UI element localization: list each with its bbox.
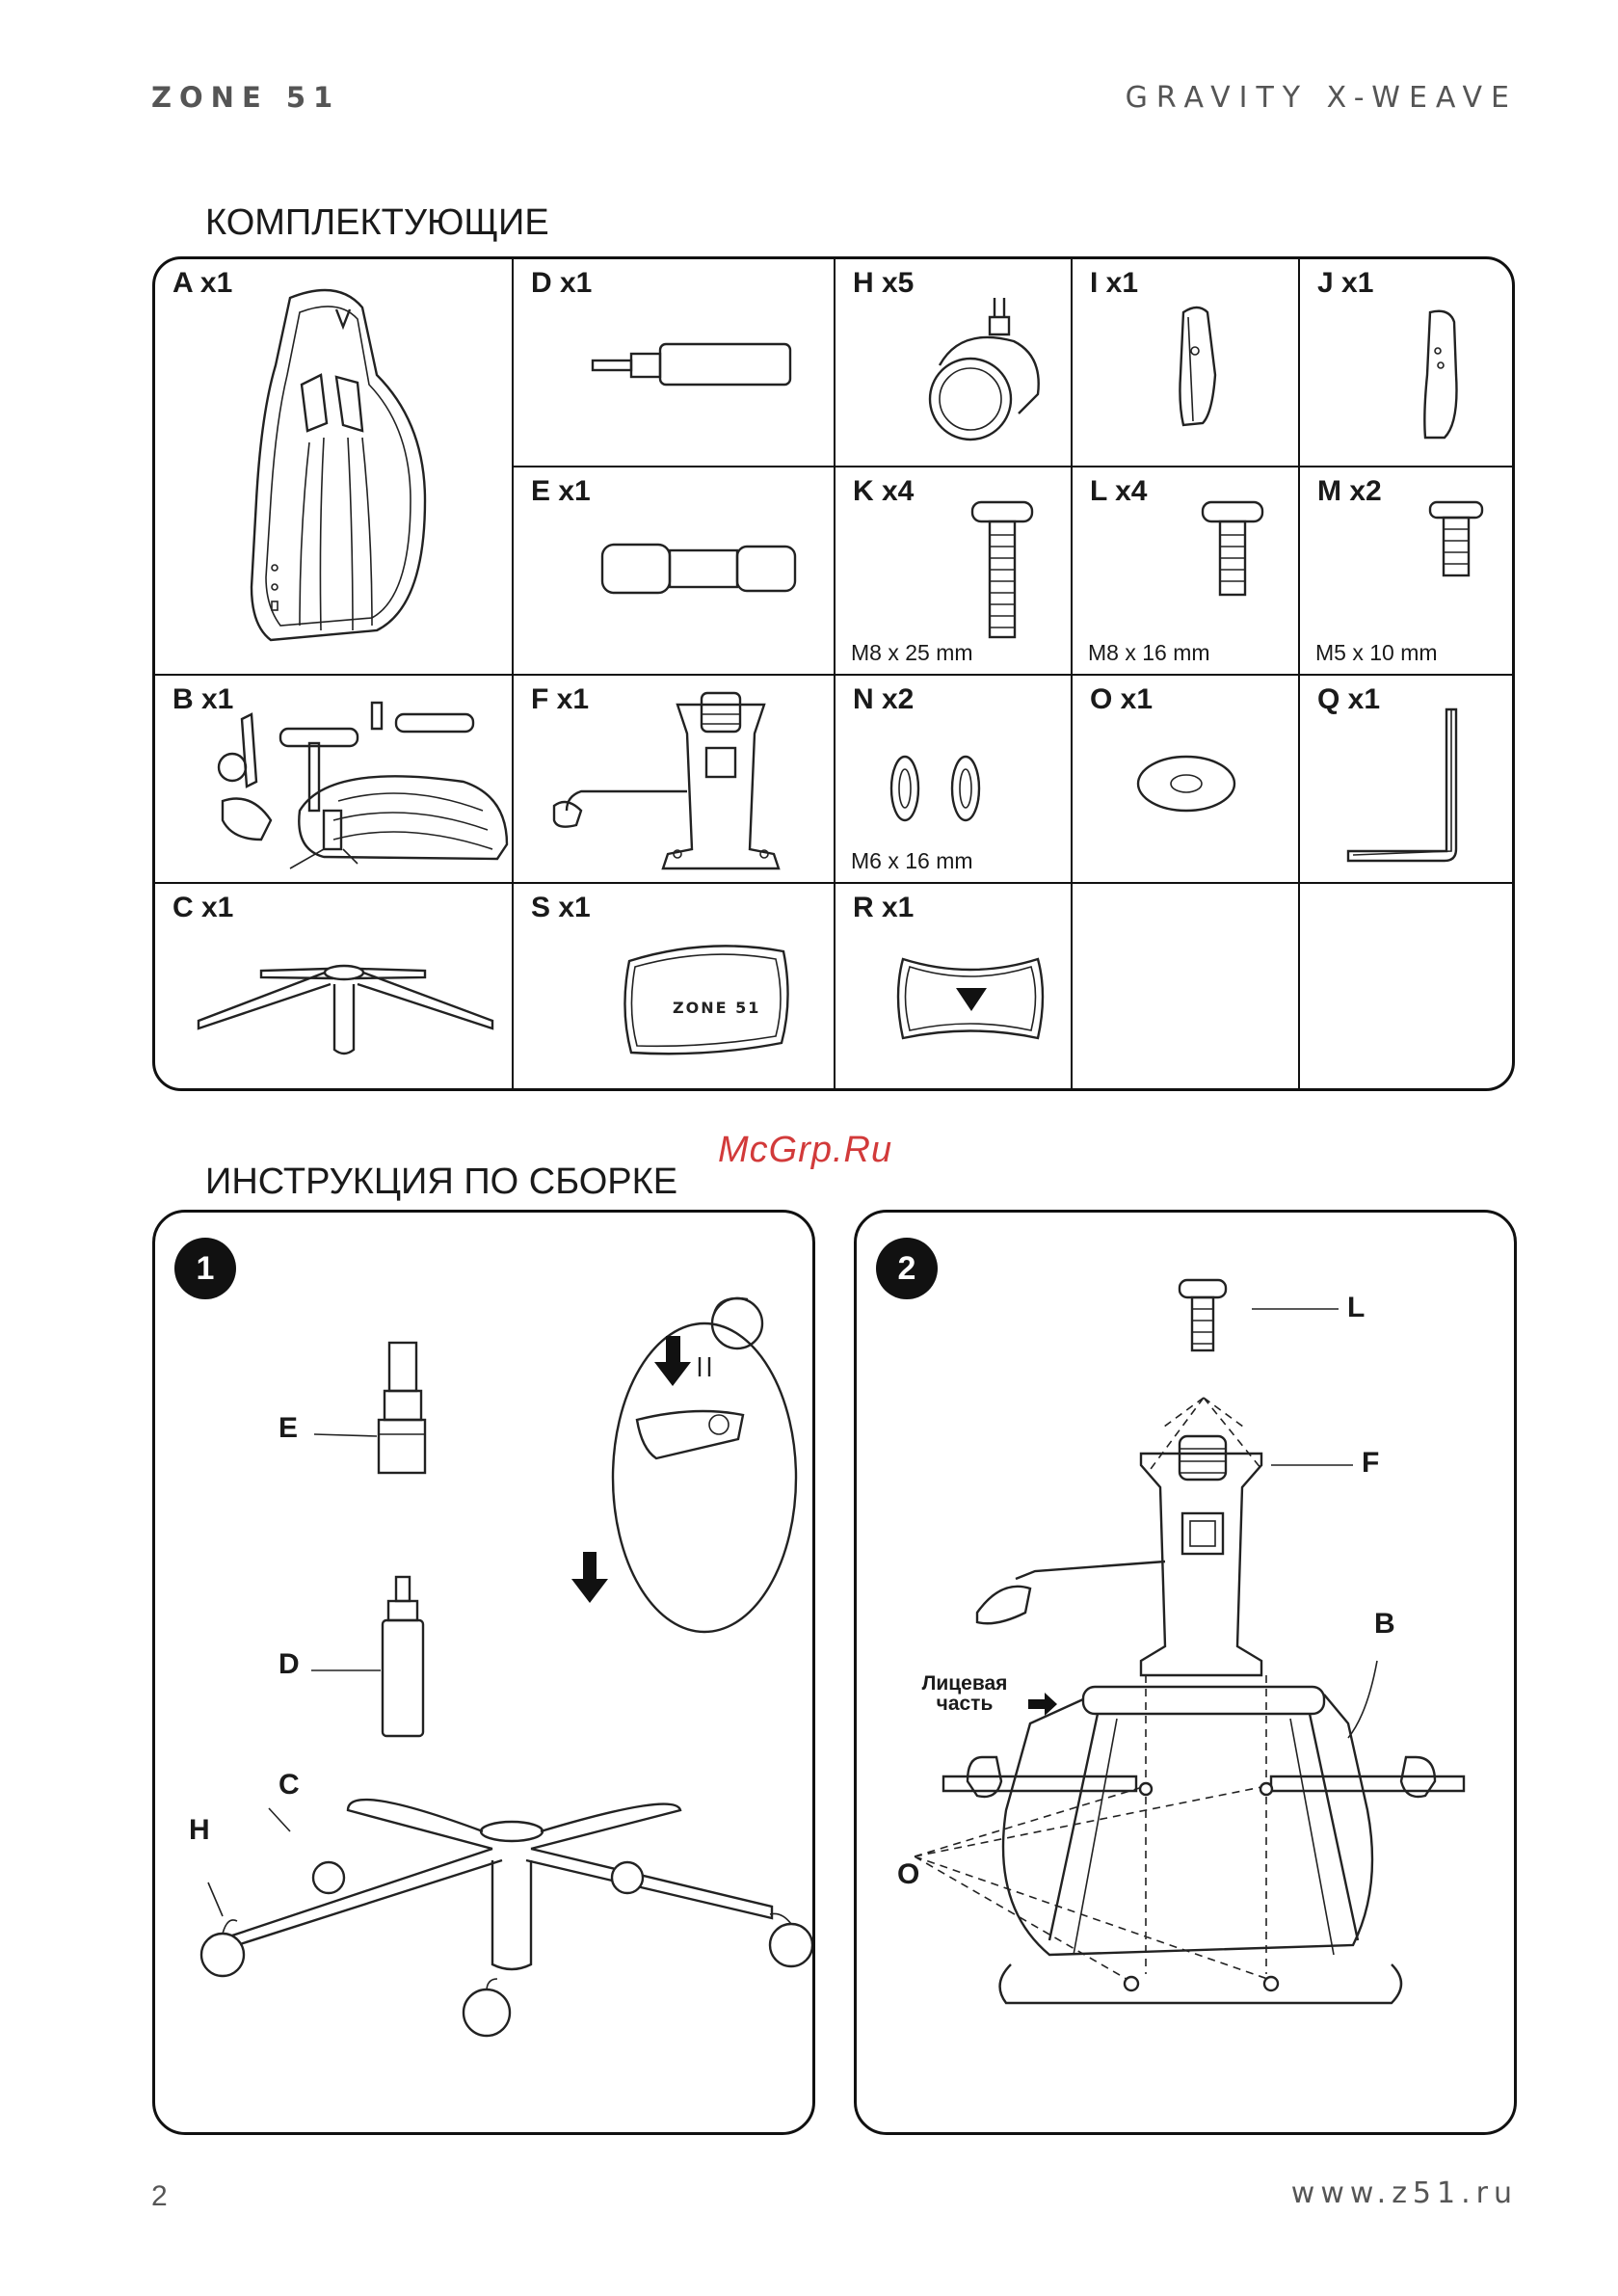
callout-h: H <box>189 1814 210 1847</box>
caster-wheel-icon <box>836 259 1073 467</box>
part-cell-m: M x2 M5 x 10 mm <box>1300 467 1515 676</box>
part-cell-o: O x1 <box>1073 676 1300 884</box>
part-cell-k: K x4 M8 x 25 mm <box>836 467 1073 676</box>
part-cell-empty <box>1300 884 1515 1091</box>
bolt-icon <box>1073 467 1300 676</box>
footer-url[interactable]: www.z51.ru <box>1291 2176 1518 2210</box>
callout-e: E <box>279 1412 298 1445</box>
page-number: 2 <box>151 2180 168 2213</box>
armrest-cover-icon <box>1073 259 1300 467</box>
part-cell-d: D x1 <box>514 259 836 467</box>
part-cell-i: I x1 <box>1073 259 1300 467</box>
hex-key-icon <box>1300 676 1515 884</box>
seat-icon <box>155 676 514 884</box>
washer-icon <box>1073 676 1300 884</box>
callout-c: C <box>279 1769 300 1802</box>
part-cell-b: B x1 <box>155 676 514 884</box>
assembly-section-title: ИНСТРУКЦИЯ ПО СБОРКЕ <box>205 1161 677 1203</box>
front-side-label-line2: часть <box>907 1694 1022 1714</box>
product-name: GRAVITY X-WEAVE <box>1126 81 1518 115</box>
headrest-pillow-icon <box>836 884 1073 1091</box>
mechanism-icon <box>514 676 836 884</box>
callout-l: L <box>1347 1292 1365 1324</box>
part-cell-n: N x2 M6 x 16 mm <box>836 676 1073 884</box>
callout-f: F <box>1362 1447 1379 1480</box>
lumbar-pillow-icon: ZONE 51 <box>514 884 836 1091</box>
cylinder-cover-icon <box>514 467 836 676</box>
side-cover-icon <box>1300 259 1515 467</box>
callout-b: B <box>1374 1608 1395 1641</box>
part-cell-q: Q x1 <box>1300 676 1515 884</box>
washer-icon <box>836 676 1073 884</box>
bolt-icon <box>1300 467 1515 676</box>
front-side-label: Лицевая часть <box>907 1673 1022 1714</box>
front-side-label-line1: Лицевая <box>907 1673 1022 1694</box>
part-cell-j: J x1 <box>1300 259 1515 467</box>
assembly-step-1: 1 E D C H <box>152 1210 815 2135</box>
parts-section-title: КОМПЛЕКТУЮЩИЕ <box>205 202 549 244</box>
chair-back-icon <box>155 259 514 676</box>
parts-table: A x1 D x1 H x5 I x1 <box>152 256 1515 1091</box>
part-cell-l: L x4 M8 x 16 mm <box>1073 467 1300 676</box>
star-base-icon <box>155 884 514 1091</box>
part-cell-h: H x5 <box>836 259 1073 467</box>
part-cell-s: S x1 ZONE 51 <box>514 884 836 1091</box>
part-cell-empty <box>1073 884 1300 1091</box>
callout-d: D <box>279 1648 300 1681</box>
bolt-icon <box>836 467 1073 676</box>
callout-o: O <box>897 1858 919 1891</box>
assembly-step-2: 2 L F B O <box>854 1210 1517 2135</box>
part-cell-c: C x1 <box>155 884 514 1091</box>
part-cell-a: A x1 <box>155 259 514 676</box>
part-cell-f: F x1 <box>514 676 836 884</box>
part-cell-e: E x1 <box>514 467 836 676</box>
step-1-illustration <box>155 1213 815 2135</box>
watermark: McGrp.Ru <box>718 1130 892 1171</box>
part-cell-r: R x1 <box>836 884 1073 1091</box>
pillow-logo: ZONE 51 <box>673 999 760 1017</box>
gas-lift-icon <box>514 259 836 467</box>
brand-logo-left: ZONE 51 <box>151 81 340 114</box>
